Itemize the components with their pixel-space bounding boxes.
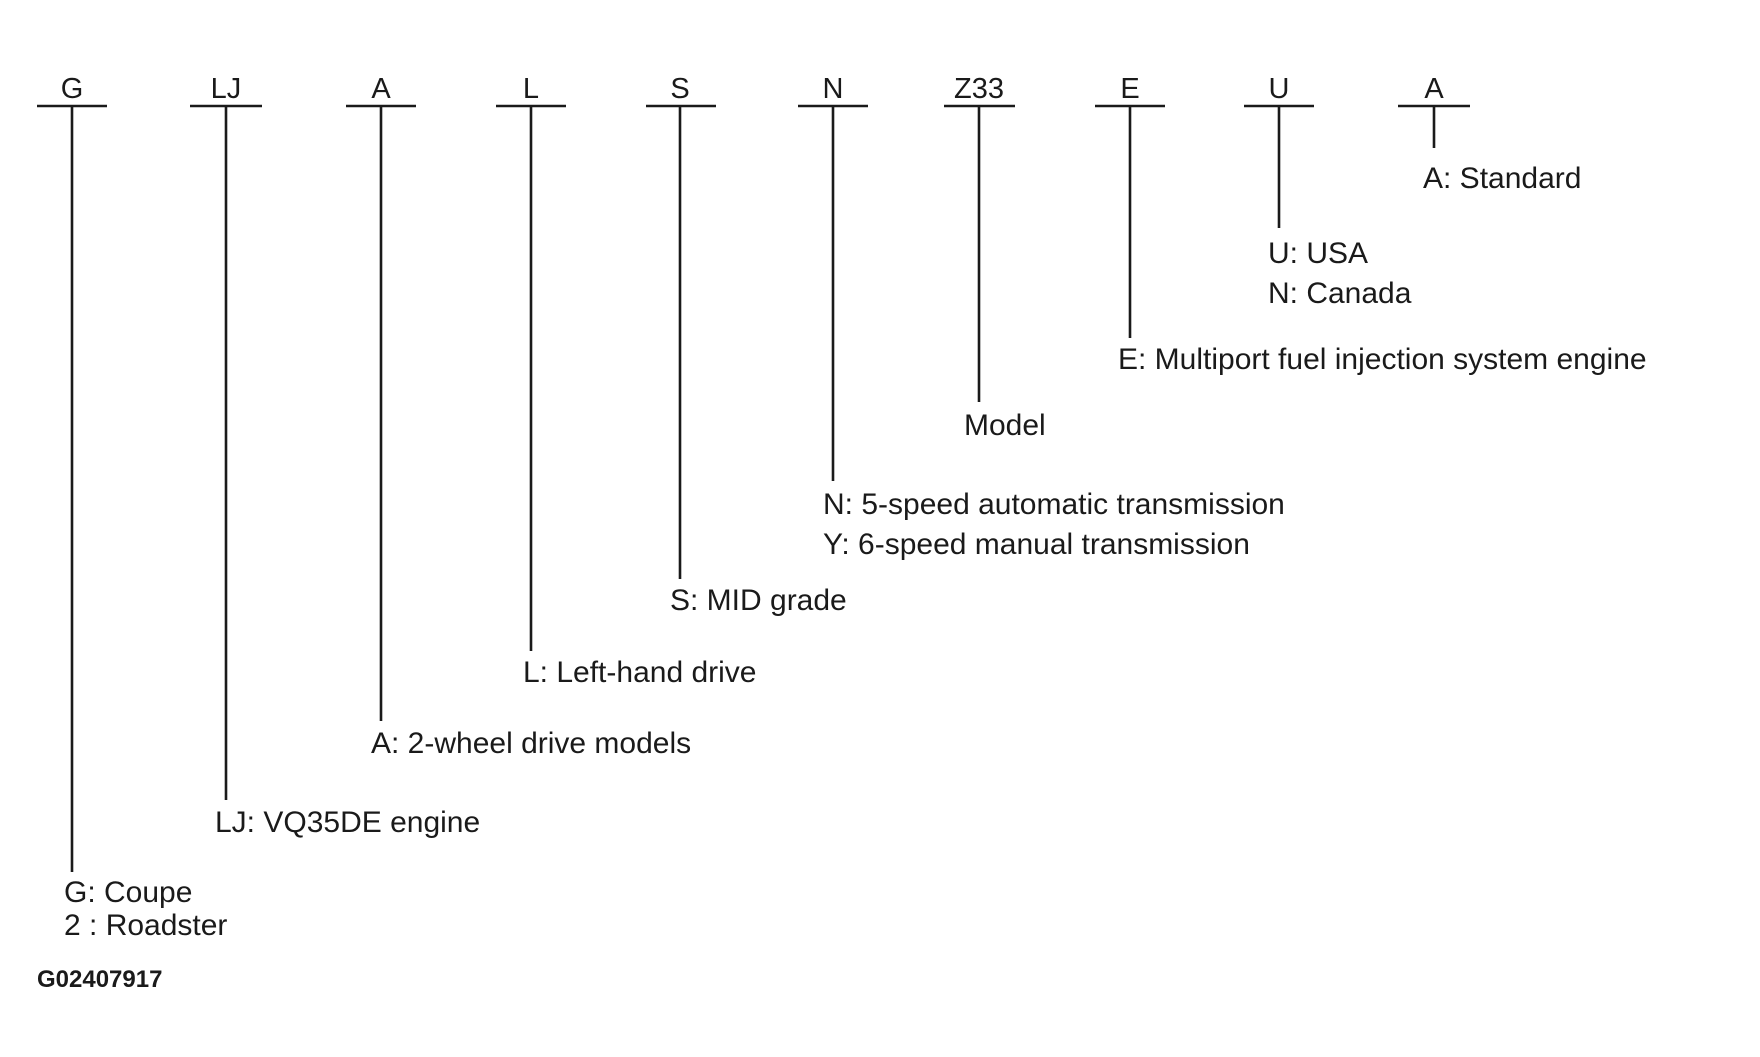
desc-coupe: G: Coupe	[64, 876, 192, 909]
code-position-5: S S: MID grade	[646, 73, 847, 617]
code-position-6: N N: 5-speed automatic transmission Y: 6…	[798, 73, 1285, 561]
desc-manual-transmission: Y: 6-speed manual transmission	[823, 528, 1250, 561]
desc-drive-models: A: 2-wheel drive models	[371, 727, 691, 760]
code-position-3: A A: 2-wheel drive models	[346, 73, 691, 760]
code-position-9: U U: USA N: Canada	[1244, 73, 1412, 310]
code-position-2: LJ LJ: VQ35DE engine	[190, 73, 480, 839]
code-letter-g: G	[61, 73, 84, 105]
code-letter-u: U	[1269, 73, 1290, 105]
desc-fuel-injection: E: Multiport fuel injection system engin…	[1118, 343, 1647, 376]
desc-canada: N: Canada	[1268, 277, 1412, 310]
code-letter-a: A	[371, 73, 391, 105]
desc-roadster: 2 : Roadster	[64, 909, 227, 942]
code-position-1: G G: Coupe 2 : Roadster	[37, 73, 227, 942]
code-position-10: A A: Standard	[1398, 73, 1581, 195]
code-model-z33: Z33	[954, 73, 1004, 105]
desc-model: Model	[964, 409, 1046, 442]
desc-standard: A: Standard	[1423, 162, 1581, 195]
desc-grade: S: MID grade	[670, 584, 847, 617]
code-letter-e: E	[1120, 73, 1139, 105]
desc-usa: U: USA	[1268, 237, 1368, 270]
code-letter-s: S	[670, 73, 689, 105]
code-letter-lj: LJ	[211, 73, 242, 105]
code-letter-l: L	[523, 73, 539, 105]
desc-automatic-transmission: N: 5-speed automatic transmission	[823, 488, 1285, 521]
desc-engine: LJ: VQ35DE engine	[215, 806, 480, 839]
figure-reference-code: G02407917	[37, 966, 162, 993]
code-position-4: L L: Left-hand drive	[496, 73, 756, 689]
code-position-8: E E: Multiport fuel injection system eng…	[1095, 73, 1647, 376]
code-position-7: Z33 Model	[944, 73, 1046, 442]
code-letter-a-last: A	[1424, 73, 1444, 105]
desc-left-hand-drive: L: Left-hand drive	[523, 656, 756, 689]
code-letter-n: N	[823, 73, 844, 105]
